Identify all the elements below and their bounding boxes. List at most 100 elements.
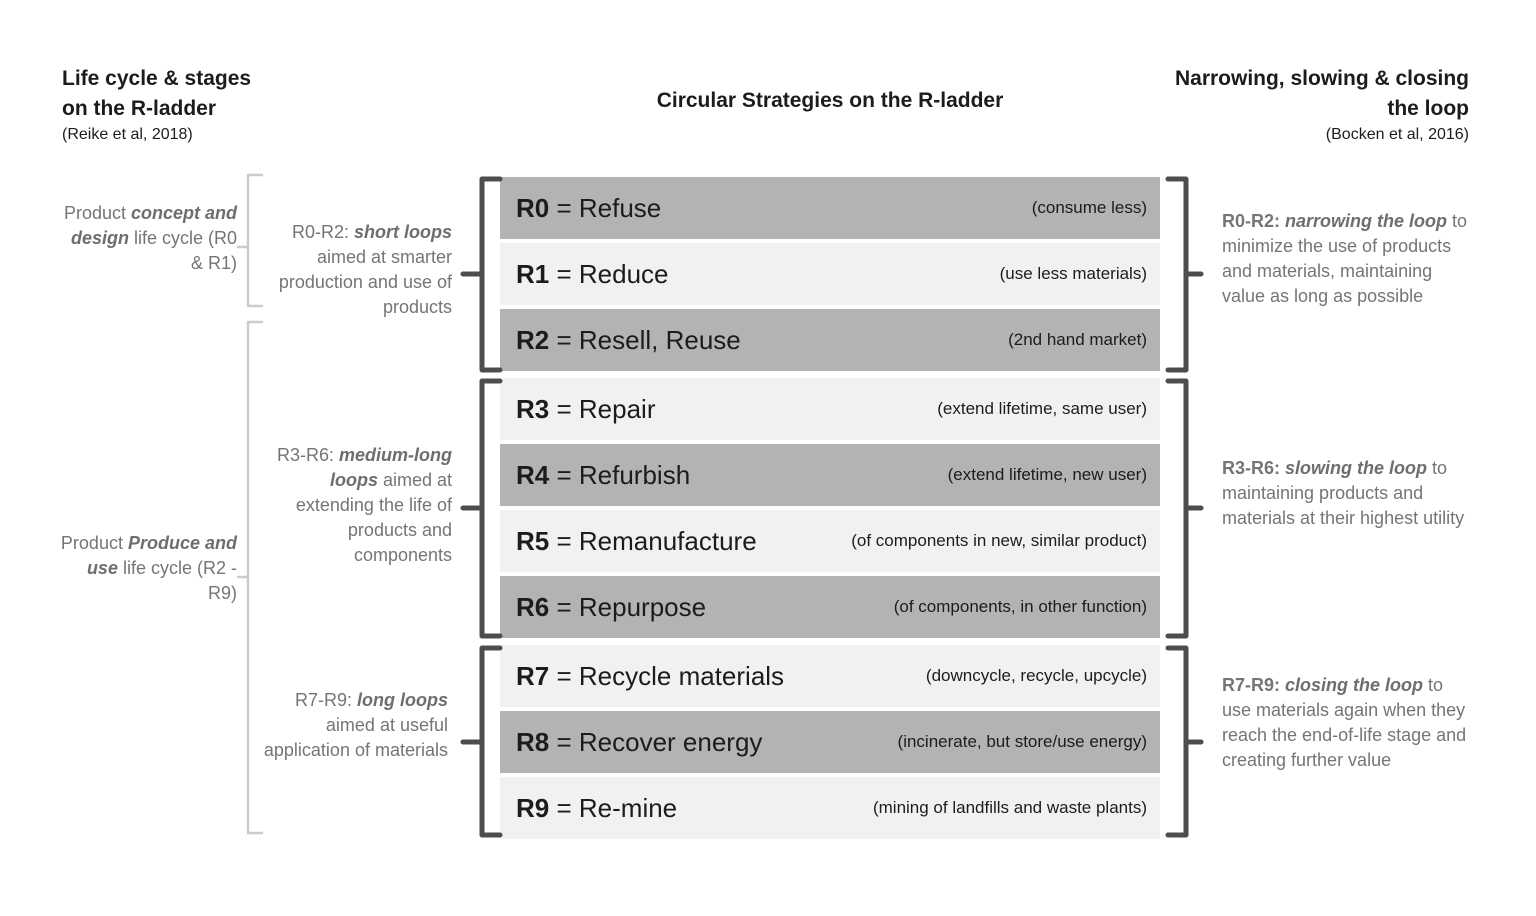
ladder-row-r6: R6 = Repurpose (of components, in other … <box>500 576 1160 638</box>
row-separator: = <box>549 525 579 556</box>
header-right-citation: (Bocken et al, 2016) <box>1325 126 1469 143</box>
header-right-title-line1: Narrowing, slowing & closing <box>1174 67 1469 90</box>
bracket-right-r3-r6 <box>1165 378 1204 639</box>
note-text: to maintaining products and materials at… <box>1222 458 1465 528</box>
row-note: (extend lifetime, new user) <box>947 465 1147 484</box>
note-emphasis: Produce and use <box>86 533 237 578</box>
row-name: Repair <box>578 393 656 424</box>
row-code: R0 <box>516 192 550 223</box>
lifecycle-note-produce-use: Product Produce and use life cycle (R2 -… <box>57 531 237 606</box>
note-emphasis: medium-long loops <box>329 445 452 490</box>
loop-note-medium-long-loops: R3-R6: medium-long loops aimed at extend… <box>252 443 452 568</box>
row-name: Repurpose <box>578 591 707 622</box>
note-range: R0-R2: <box>1222 211 1286 231</box>
row-separator: = <box>549 324 579 355</box>
row-name: Remanufacture <box>578 525 757 556</box>
row-label: R7 = Recycle materials <box>500 661 784 692</box>
ladder-row-r5: R5 = Remanufacture (of components in new… <box>500 510 1160 572</box>
bracket-right-r7-r9 <box>1165 645 1204 838</box>
row-separator: = <box>549 726 579 757</box>
row-note: (downcycle, recycle, upcycle) <box>925 666 1147 685</box>
row-label: R3 = Repair <box>500 394 655 425</box>
note-range: R3-R6: <box>1222 458 1286 478</box>
row-note: (consume less) <box>1031 198 1147 217</box>
loop-note-narrowing: R0-R2: narrowing the loop to minimize th… <box>1222 209 1474 309</box>
note-text: aimed at smarter production and use of p… <box>278 247 452 317</box>
row-code: R3 <box>516 393 550 424</box>
row-name: Reduce <box>578 258 669 289</box>
ladder-row-r9: R9 = Re-mine (mining of landfills and wa… <box>500 777 1160 839</box>
header-right: Narrowing, slowing & closing the loop (B… <box>1099 64 1469 146</box>
ladder-row-r8: R8 = Recover energy (incinerate, but sto… <box>500 711 1160 773</box>
row-note: (of components in new, similar product) <box>851 531 1147 550</box>
header-left-citation: (Reike et al, 2018) <box>62 126 193 143</box>
row-name: Re-mine <box>578 792 678 823</box>
note-emphasis: narrowing the loop <box>1285 211 1448 231</box>
row-name: Resell, Reuse <box>578 324 741 355</box>
row-code: R1 <box>516 258 550 289</box>
row-label: R5 = Remanufacture <box>500 526 757 557</box>
row-code: R2 <box>516 324 550 355</box>
row-label: R4 = Refurbish <box>500 460 690 491</box>
row-note: (incinerate, but store/use energy) <box>897 732 1147 751</box>
note-text: aimed at useful application of materials <box>263 715 448 760</box>
note-text: R3-R6: <box>276 445 339 465</box>
row-code: R9 <box>516 792 550 823</box>
row-code: R4 <box>516 459 550 490</box>
note-emphasis: long loops <box>357 690 448 710</box>
row-code: R5 <box>516 525 550 556</box>
row-label: R2 = Resell, Reuse <box>500 325 741 356</box>
bracket-right-r0-r2 <box>1165 176 1204 373</box>
header-center: Circular Strategies on the R-ladder <box>500 86 1160 116</box>
row-separator: = <box>549 393 579 424</box>
row-separator: = <box>549 459 579 490</box>
note-emphasis: concept and design <box>70 203 237 248</box>
loop-note-long-loops: R7-R9: long loops aimed at useful applic… <box>258 688 448 763</box>
bracket-left-r7-r9 <box>460 645 503 838</box>
header-left-title-line2: on the R-ladder <box>62 97 217 120</box>
row-note: (extend lifetime, same user) <box>937 399 1147 418</box>
row-label: R6 = Repurpose <box>500 592 706 623</box>
header-left: Life cycle & stages on the R-ladder (Rei… <box>62 64 342 146</box>
row-note: (use less materials) <box>999 264 1147 283</box>
note-text: Product <box>60 533 128 553</box>
row-separator: = <box>549 192 579 223</box>
bracket-left-r0-r2 <box>460 176 503 373</box>
ladder-row-r3: R3 = Repair (extend lifetime, same user) <box>500 378 1160 440</box>
note-text: life cycle (R0 & R1) <box>128 228 237 273</box>
lifecycle-note-concept-design: Product concept and design life cycle (R… <box>57 201 237 276</box>
row-label: R1 = Reduce <box>500 259 669 290</box>
ladder-row-r2: R2 = Resell, Reuse (2nd hand market) <box>500 309 1160 371</box>
loop-note-closing: R7-R9: closing the loop to use materials… <box>1222 673 1472 773</box>
note-text: to minimize the use of products and mate… <box>1222 211 1468 306</box>
header-left-title-line1: Life cycle & stages <box>62 67 252 90</box>
row-separator: = <box>549 792 579 823</box>
note-emphasis: slowing the loop <box>1285 458 1428 478</box>
row-note: (of components, in other function) <box>893 597 1147 616</box>
note-range: R7-R9: <box>1222 675 1286 695</box>
row-name: Recycle materials <box>578 660 785 691</box>
row-label: R8 = Recover energy <box>500 727 762 758</box>
ladder-row-r1: R1 = Reduce (use less materials) <box>500 243 1160 305</box>
row-code: R7 <box>516 660 550 691</box>
row-note: (2nd hand market) <box>1008 330 1147 349</box>
row-note: (mining of landfills and waste plants) <box>872 798 1147 817</box>
row-separator: = <box>549 258 579 289</box>
note-text: to use materials again when they reach t… <box>1222 675 1467 770</box>
row-separator: = <box>549 591 579 622</box>
bracket-left-r3-r6 <box>460 378 503 639</box>
note-text: R0-R2: <box>291 222 354 242</box>
row-label: R9 = Re-mine <box>500 793 677 824</box>
note-text: life cycle (R2 - R9) <box>117 558 237 603</box>
row-code: R8 <box>516 726 550 757</box>
loop-note-slowing: R3-R6: slowing the loop to maintaining p… <box>1222 456 1474 531</box>
note-text: R7-R9: <box>295 690 358 710</box>
note-text: Product <box>63 203 131 223</box>
note-emphasis: short loops <box>354 222 452 242</box>
header-right-title-line2: the loop <box>1387 97 1469 120</box>
ladder-row-r0: R0 = Refuse (consume less) <box>500 177 1160 239</box>
row-name: Recover energy <box>578 726 763 757</box>
row-name: Refuse <box>578 192 662 223</box>
loop-note-short-loops: R0-R2: short loops aimed at smarter prod… <box>258 220 452 320</box>
